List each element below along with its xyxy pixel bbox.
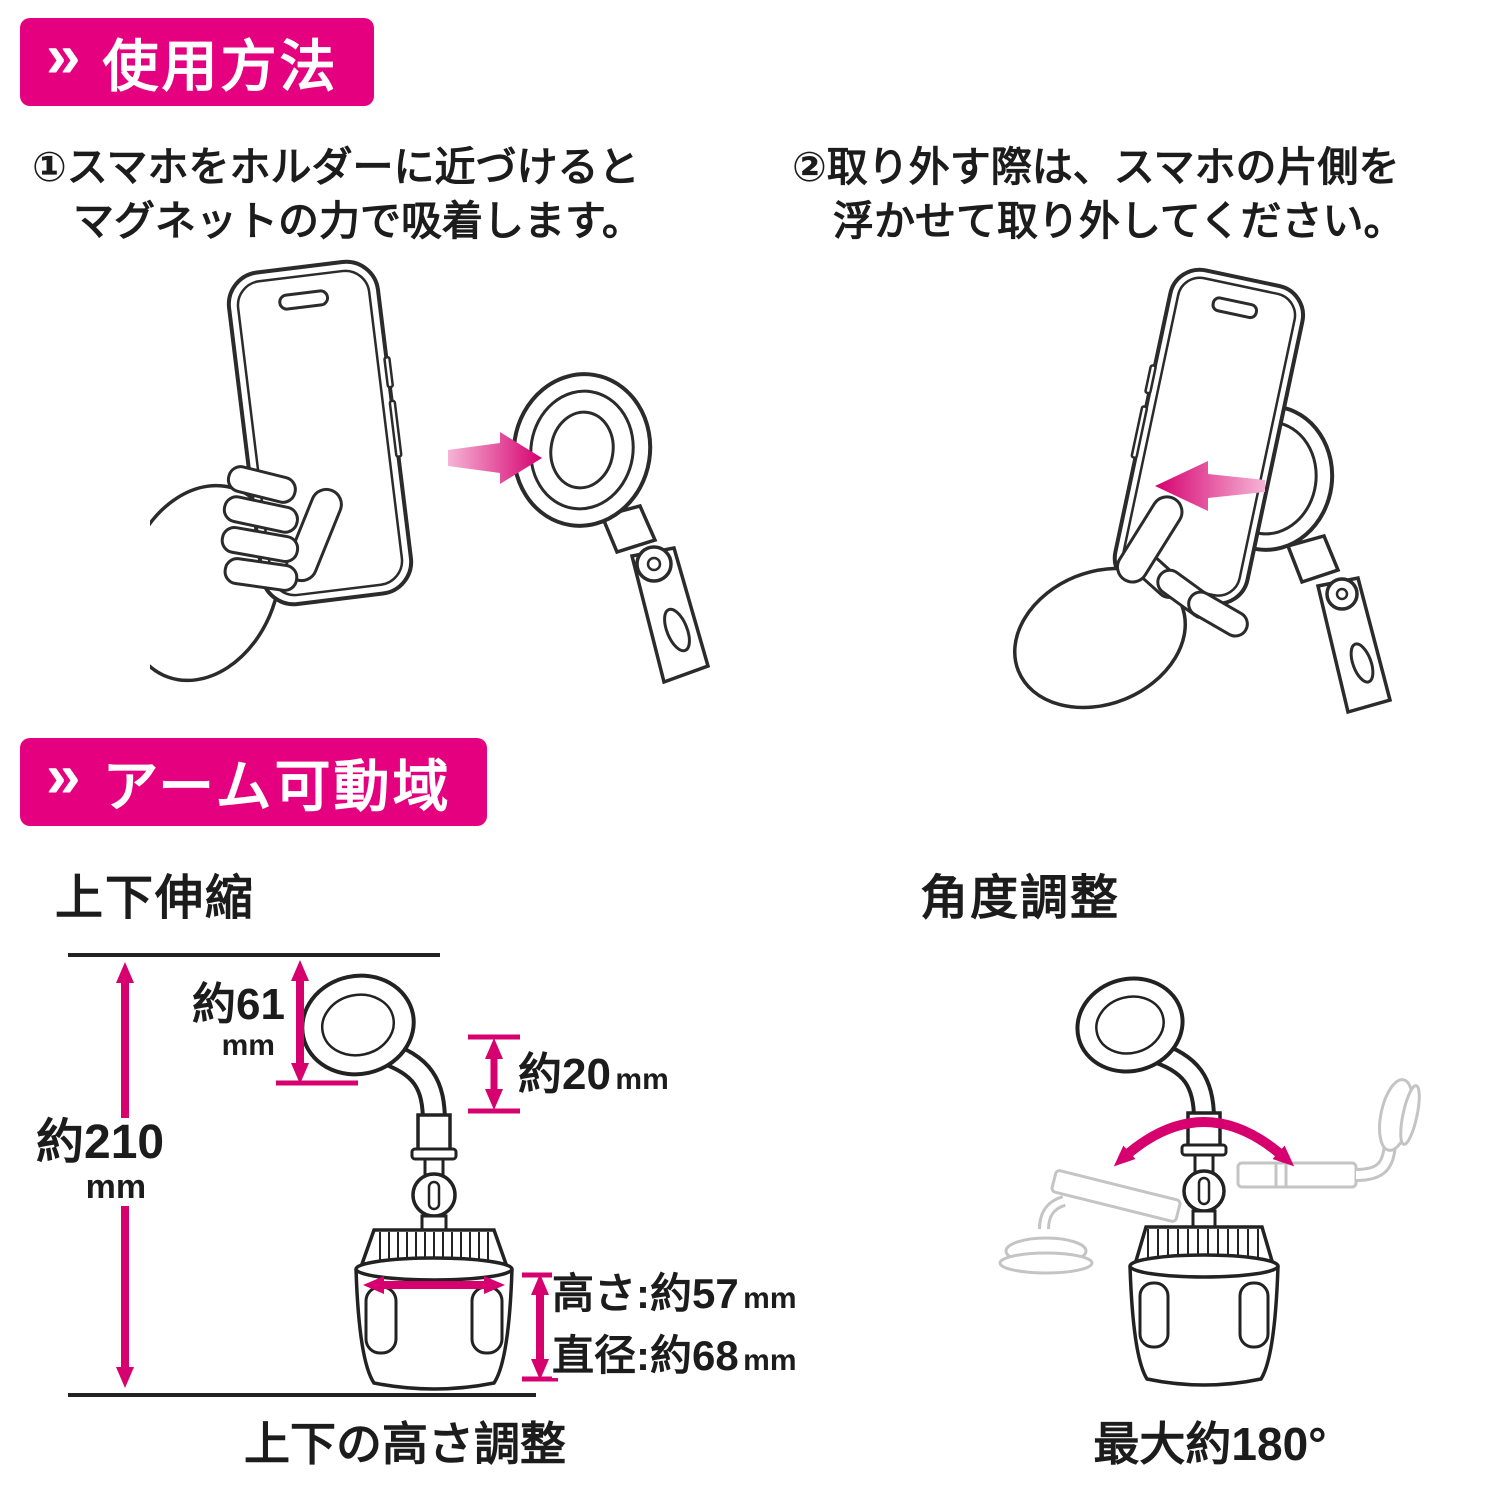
ghost-left-arm-icon <box>998 1169 1182 1275</box>
chevron-icon: » <box>46 742 81 811</box>
dim-cup-height-label: 高さ:約57 mm <box>552 1270 797 1317</box>
step-2-number: ② <box>792 144 827 190</box>
dim-20mm-label: 約20 mm <box>518 1050 669 1099</box>
usage-section-title: 使用方法 <box>102 34 339 98</box>
dim-210mm-label: 約210 mm <box>36 1116 165 1207</box>
dim-20-unit: mm <box>615 1063 669 1096</box>
attach-illustration <box>150 259 711 685</box>
step-2-line1: 取り外す際は、スマホの片側を <box>826 144 1400 190</box>
cup-height-unit: mm <box>743 1282 797 1315</box>
magnet-holder-icon <box>511 372 711 685</box>
pole-icon <box>1180 1111 1228 1229</box>
dim-210-unit: mm <box>85 1168 147 1207</box>
angle-range-title: 角度調整 <box>920 872 1121 925</box>
arm-section-header: » アーム可動域 <box>20 738 488 826</box>
dim-20-value: 約20 <box>518 1050 611 1099</box>
pole-icon <box>410 1113 458 1232</box>
step-2-text: ②取り外す際は、スマホの片側を 浮かせて取り外してください。 <box>792 140 1405 248</box>
step-2-line2: 浮かせて取り外してください。 <box>833 198 1405 245</box>
step-1-line2: マグネットの力で吸着します。 <box>73 198 643 245</box>
rotation-arrow-icon <box>1113 1117 1295 1167</box>
step-1-text: ①スマホをホルダーに近づけると マグネットの力で吸着します。 <box>32 140 643 248</box>
cup-holder-icon <box>1128 1253 1280 1387</box>
detach-illustration <box>1012 267 1393 715</box>
magnet-head-icon <box>1075 976 1185 1074</box>
step-1-number: ① <box>32 144 67 190</box>
angle-range-diagram <box>998 976 1421 1387</box>
dim-210-value: 約210 <box>36 1116 165 1169</box>
vertical-range-diagram <box>68 953 558 1397</box>
chevron-icon: » <box>46 22 81 91</box>
detach-arrow-icon <box>1155 461 1265 511</box>
ghost-right-arm-icon <box>1236 1078 1421 1189</box>
attach-arrow-icon <box>448 432 542 484</box>
vertical-range-caption: 上下の高さ調整 <box>244 1418 566 1470</box>
dim-61mm-label: 約61 mm <box>192 980 285 1063</box>
dim-61-unit: mm <box>221 1029 275 1063</box>
fingers-icon <box>220 465 343 592</box>
step-1-line1: スマホをホルダーに近づけると <box>66 144 640 190</box>
arm-section-title: アーム可動域 <box>102 754 452 818</box>
cup-height-value: 高さ:約57 <box>552 1270 739 1317</box>
hand-icon <box>1012 495 1249 710</box>
cup-diameter-unit: mm <box>743 1344 797 1377</box>
vertical-range-title: 上下伸縮 <box>55 872 256 925</box>
angle-range-caption: 最大約180° <box>1093 1418 1327 1470</box>
usage-section-header: » 使用方法 <box>20 18 375 106</box>
dim-cup-diameter-label: 直径:約68 mm <box>552 1332 797 1379</box>
dim-61-value: 約61 <box>192 980 285 1029</box>
cup-holder-icon <box>354 1256 514 1391</box>
cup-diameter-value: 直径:約68 <box>552 1332 739 1379</box>
